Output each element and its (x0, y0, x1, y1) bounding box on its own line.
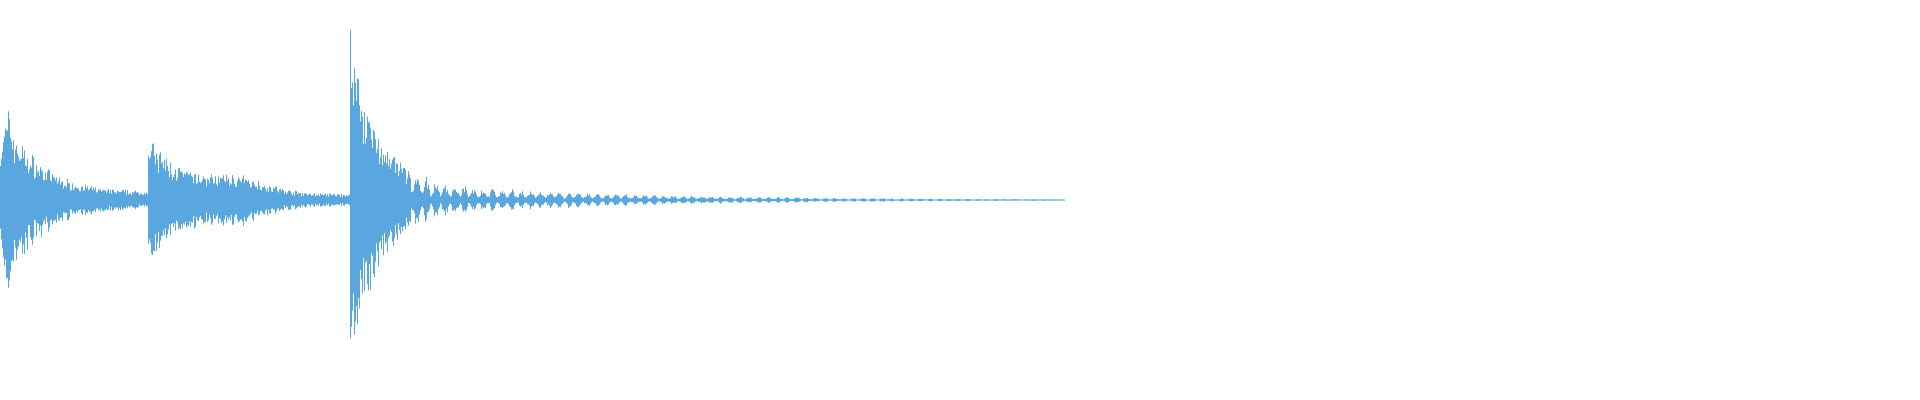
waveform-samples (0, 30, 1065, 339)
